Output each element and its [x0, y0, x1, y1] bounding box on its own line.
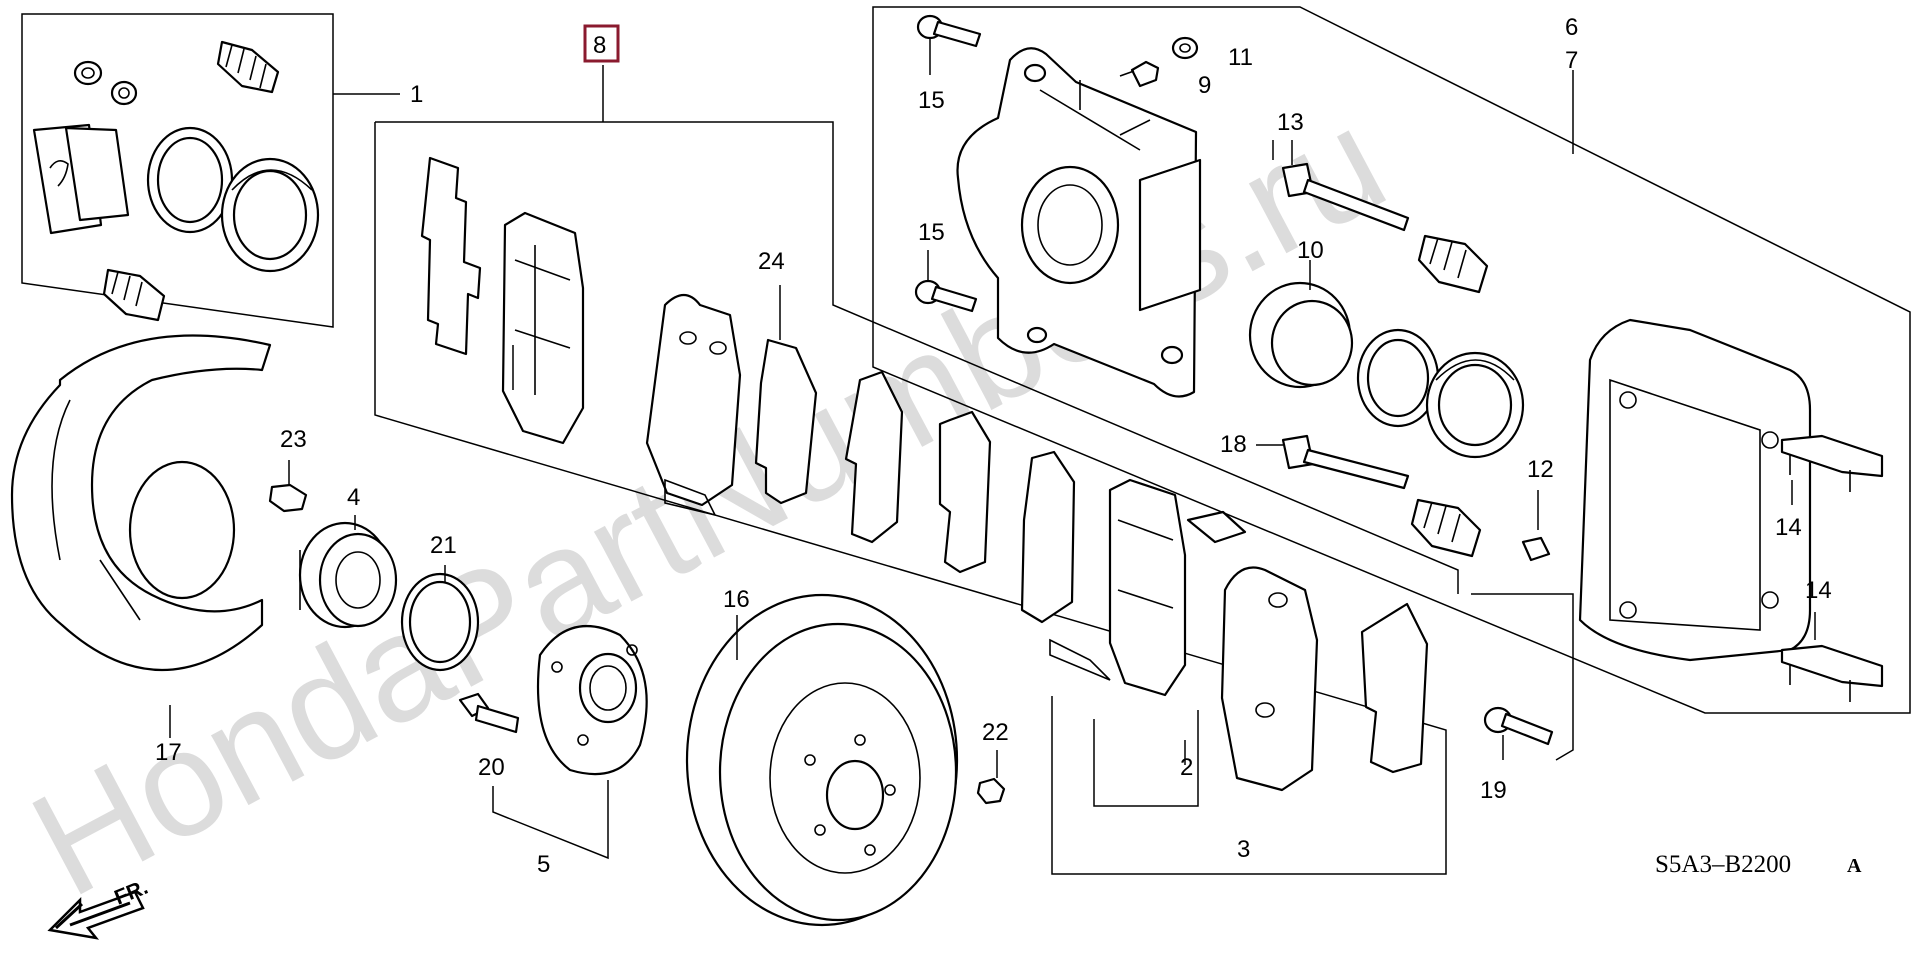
pin-boot-upper: [1417, 234, 1489, 294]
inner-pad-left: [645, 293, 742, 517]
highlight-box: [583, 24, 620, 63]
label-8[interactable]: 8: [593, 32, 606, 59]
piston-seal: [1356, 328, 1440, 428]
label-22[interactable]: 22: [982, 719, 1009, 746]
wear-indicator: [1186, 510, 1247, 544]
label-15-upper[interactable]: 15: [918, 87, 945, 114]
bleeder-screw: [1119, 60, 1160, 88]
label-9[interactable]: 9: [1198, 72, 1211, 99]
piston-boot: [1425, 351, 1525, 459]
pad-set-box: [374, 65, 1459, 875]
caliper-piston: [1248, 260, 1354, 389]
label-1[interactable]: 1: [410, 81, 423, 108]
pin-boot-lower: [1410, 498, 1482, 558]
diagram-code-suffix: A: [1847, 855, 1862, 877]
label-2[interactable]: 2: [1180, 754, 1193, 781]
seal-kit-box: [21, 13, 400, 328]
label-6[interactable]: 6: [1565, 14, 1578, 41]
pad-spring-upper: [1780, 434, 1884, 505]
shim-24-b: [844, 370, 904, 544]
label-3[interactable]: 3: [1237, 836, 1250, 863]
guide-pin-13: [1281, 140, 1410, 232]
label-23[interactable]: 23: [280, 426, 307, 453]
label-7[interactable]: 7: [1565, 47, 1578, 74]
caliper-body: [956, 47, 1202, 398]
label-24[interactable]: 24: [758, 248, 785, 275]
outer-pad-left: [501, 211, 585, 445]
label-16[interactable]: 16: [723, 586, 750, 613]
label-17[interactable]: 17: [155, 739, 182, 766]
part-labels: 1 8 24 15 15 11 9 6 7 13 10 18 12 14 14 …: [155, 14, 1832, 878]
label-20[interactable]: 20: [478, 754, 505, 781]
outer-pad-right: [1220, 566, 1319, 792]
snap-ring: [400, 572, 480, 672]
caliper-box: [872, 6, 1911, 761]
disc-screw: [976, 750, 1006, 805]
front-arrow-icon: [47, 890, 145, 940]
label-14-upper[interactable]: 14: [1775, 514, 1802, 541]
wheel-hub: [536, 624, 648, 776]
hub-bearing: [298, 521, 398, 629]
diagram-code: S5A3–B2200: [1655, 851, 1791, 878]
brake-disc: [685, 593, 959, 927]
wheel-stud: [458, 692, 520, 734]
shim-24-a: [754, 285, 818, 505]
bolt-23: [268, 460, 308, 513]
label-5[interactable]: 5: [537, 851, 550, 878]
splash-shield: [10, 334, 272, 672]
label-18[interactable]: 18: [1220, 431, 1247, 458]
label-12[interactable]: 12: [1527, 456, 1554, 483]
inner-pad-right: [1049, 478, 1187, 697]
label-11[interactable]: 11: [1228, 44, 1253, 71]
label-21[interactable]: 21: [430, 532, 457, 559]
shim-24-d: [1020, 450, 1076, 624]
bolt-15-upper: [916, 14, 982, 75]
caliper-bracket: [1578, 318, 1812, 662]
outer-shim-left: [420, 156, 482, 356]
label-19[interactable]: 19: [1480, 777, 1507, 804]
bracket-bolt: [1483, 706, 1554, 760]
bleeder-cap: [1171, 36, 1199, 60]
label-14-lower[interactable]: 14: [1805, 577, 1832, 604]
bolt-15-lower: [914, 250, 978, 313]
pad-spring-lower: [1780, 612, 1884, 702]
leader-lines: [169, 140, 1274, 860]
shim-24-c: [938, 410, 992, 574]
outer-shim-right: [1360, 602, 1429, 774]
label-13[interactable]: 13: [1277, 109, 1304, 136]
guide-pin-18: [1256, 434, 1410, 490]
label-15-lower[interactable]: 15: [918, 219, 945, 246]
label-10[interactable]: 10: [1297, 237, 1324, 264]
bushing-12: [1521, 490, 1551, 562]
label-4[interactable]: 4: [347, 484, 360, 511]
